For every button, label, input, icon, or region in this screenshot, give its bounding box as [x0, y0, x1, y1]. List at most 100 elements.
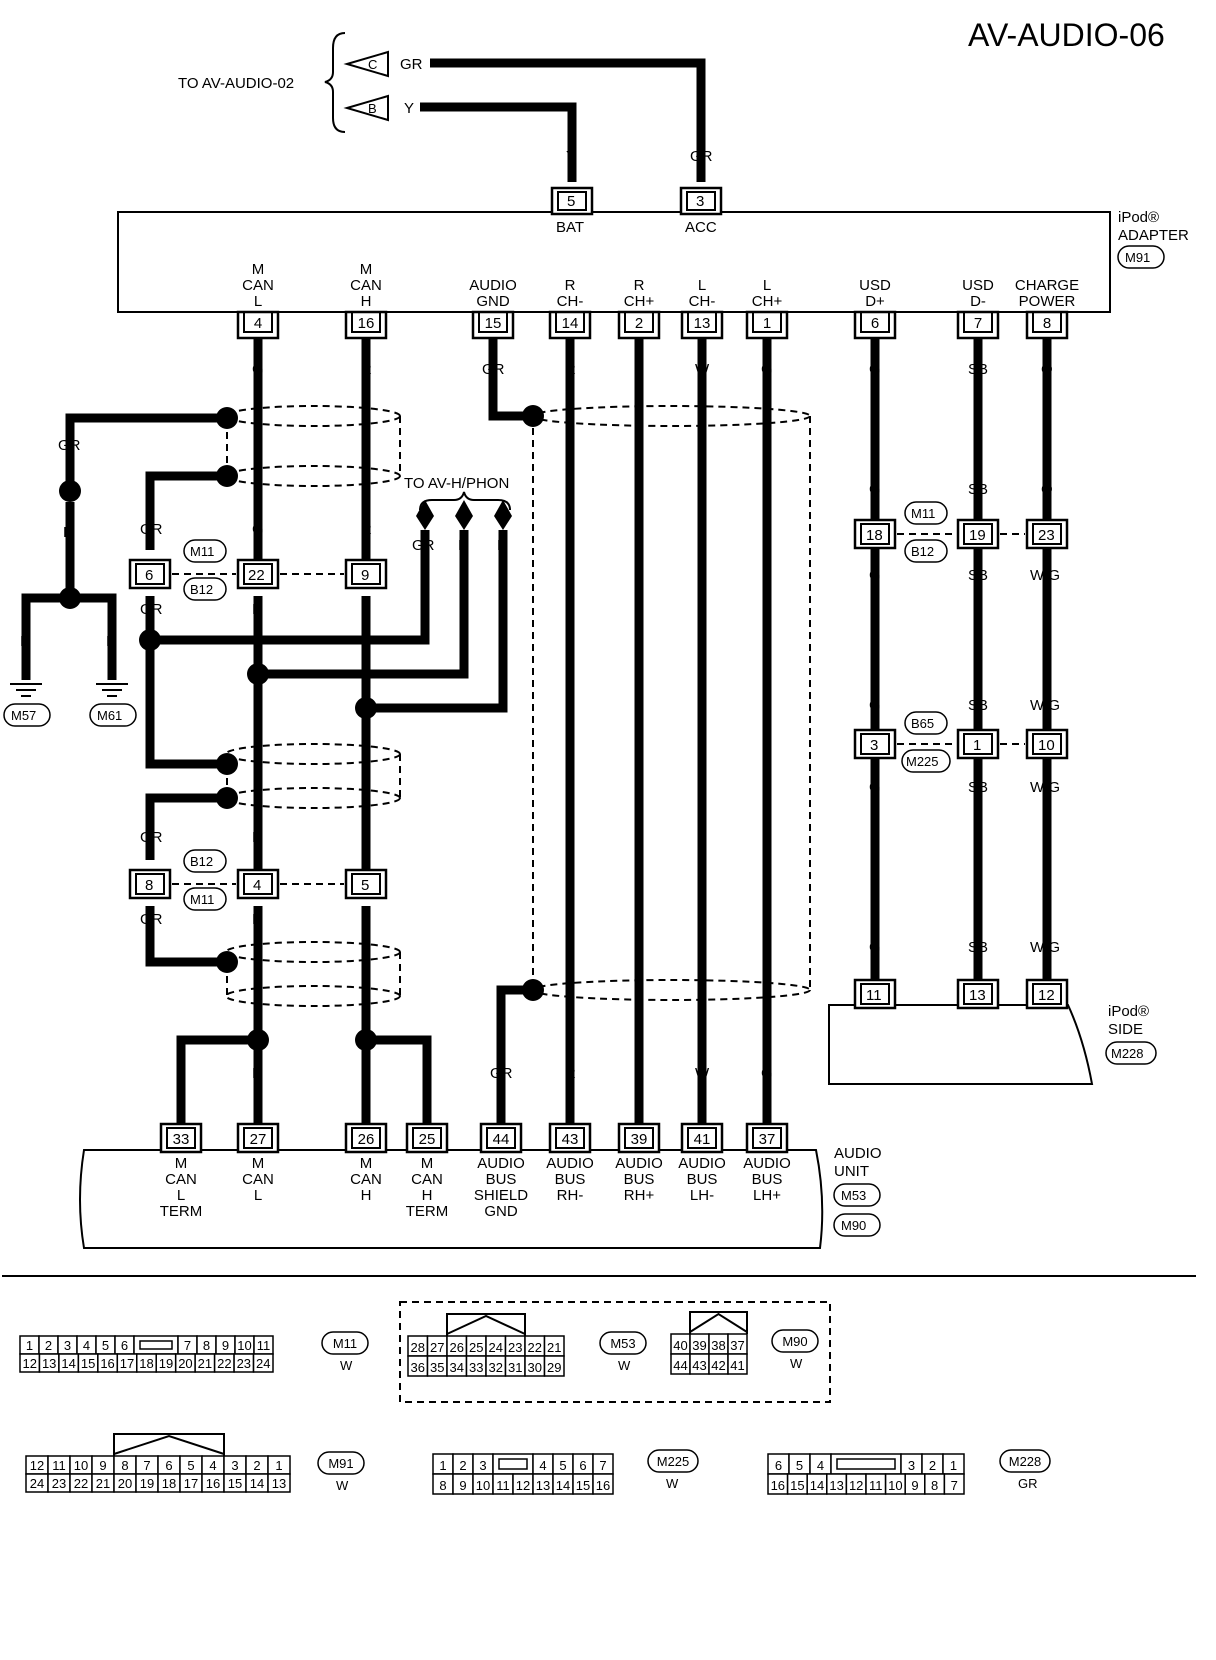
- diagram-title: AV-AUDIO-06: [968, 17, 1165, 53]
- wire-color-label: P: [176, 1065, 186, 1082]
- svg-text:M61: M61: [97, 708, 122, 723]
- svg-text:23: 23: [52, 1476, 66, 1491]
- svg-text:CHARGE: CHARGE: [1015, 277, 1079, 294]
- svg-text:BUS: BUS: [752, 1171, 783, 1188]
- svg-text:19: 19: [159, 1356, 173, 1371]
- svg-text:24: 24: [489, 1340, 503, 1355]
- ground-symbol-m57: M57: [3, 683, 51, 727]
- svg-text:W: W: [618, 1358, 631, 1373]
- wire-color-label: Y: [566, 148, 576, 165]
- wire-color-label: SB: [968, 697, 988, 714]
- svg-text:B65: B65: [911, 716, 934, 731]
- wire-color-label: G: [869, 939, 881, 956]
- svg-text:9: 9: [99, 1458, 106, 1473]
- svg-text:1: 1: [439, 1458, 446, 1473]
- svg-text:M: M: [360, 261, 373, 278]
- svg-text:iPod®: iPod®: [1108, 1003, 1149, 1020]
- svg-text:5: 5: [361, 877, 369, 894]
- svg-text:USD: USD: [859, 277, 891, 294]
- wire-color-label: SB: [968, 779, 988, 796]
- svg-text:12: 12: [516, 1478, 530, 1493]
- svg-text:4: 4: [209, 1458, 216, 1473]
- svg-text:7: 7: [951, 1478, 958, 1493]
- wire-color-label: L: [361, 601, 369, 618]
- svg-text:AUDIO: AUDIO: [477, 1155, 525, 1172]
- wire-color-label: GR: [690, 148, 713, 165]
- svg-text:22: 22: [248, 567, 265, 584]
- svg-text:19: 19: [140, 1476, 154, 1491]
- svg-text:2: 2: [45, 1338, 52, 1353]
- svg-text:1: 1: [763, 315, 771, 332]
- svg-text:M11: M11: [911, 506, 935, 521]
- svg-text:M228: M228: [1111, 1046, 1144, 1061]
- svg-text:CAN: CAN: [242, 1171, 274, 1188]
- svg-text:AUDIO: AUDIO: [834, 1145, 882, 1162]
- svg-text:27: 27: [430, 1340, 444, 1355]
- wire-color-label: GR: [400, 56, 423, 73]
- svg-text:15: 15: [228, 1476, 242, 1491]
- svg-text:POWER: POWER: [1019, 293, 1076, 310]
- wire-color-label: L: [634, 361, 642, 378]
- svg-text:41: 41: [694, 1131, 711, 1148]
- svg-text:6: 6: [871, 315, 879, 332]
- to-av-audio-02-label: TO AV-AUDIO-02: [178, 75, 294, 92]
- svg-text:GND: GND: [484, 1203, 518, 1220]
- svg-text:BAT: BAT: [556, 219, 584, 236]
- wire-color-label: SB: [968, 567, 988, 584]
- svg-text:AUDIO: AUDIO: [469, 277, 517, 294]
- wire-color-label: L: [361, 829, 369, 846]
- junction-connector-b12-m11-lower: 8 4 5 B12 M11: [128, 849, 388, 911]
- svg-text:M: M: [252, 261, 265, 278]
- connector-arrow-c: C: [343, 50, 389, 78]
- wire-color-label: B: [106, 633, 116, 650]
- wire-color-label: Y: [404, 100, 414, 117]
- svg-text:H: H: [422, 1187, 433, 1204]
- svg-text:8: 8: [931, 1478, 938, 1493]
- wire-color-label: L: [497, 537, 505, 554]
- svg-text:4: 4: [253, 877, 261, 894]
- svg-text:9: 9: [222, 1338, 229, 1353]
- svg-text:10: 10: [237, 1338, 251, 1353]
- svg-text:16: 16: [100, 1356, 114, 1371]
- svg-text:CH+: CH+: [624, 293, 655, 310]
- svg-text:14: 14: [250, 1476, 264, 1491]
- svg-text:CAN: CAN: [411, 1171, 443, 1188]
- svg-text:9: 9: [911, 1478, 918, 1493]
- svg-text:10: 10: [74, 1458, 88, 1473]
- svg-text:13: 13: [272, 1476, 286, 1491]
- svg-text:11: 11: [257, 1338, 271, 1353]
- adapter-pin-bat: 5 BAT: [550, 186, 594, 236]
- svg-text:19: 19: [969, 527, 986, 544]
- svg-text:iPod®: iPod®: [1118, 209, 1159, 226]
- svg-text:CH-: CH-: [557, 293, 584, 310]
- svg-text:8: 8: [145, 877, 153, 894]
- svg-text:33: 33: [173, 1131, 190, 1148]
- svg-text:M225: M225: [906, 754, 939, 769]
- svg-text:M225: M225: [657, 1454, 690, 1469]
- svg-text:M90: M90: [841, 1218, 866, 1233]
- svg-text:36: 36: [411, 1360, 425, 1375]
- svg-text:12: 12: [30, 1458, 44, 1473]
- svg-text:W: W: [336, 1478, 349, 1493]
- svg-text:4: 4: [254, 315, 262, 332]
- wire-color-label: W/G: [1030, 697, 1060, 714]
- adapter-pin-acc: 3 ACC: [679, 186, 723, 236]
- wire-color-label: SB: [968, 481, 988, 498]
- wire-color-label: P: [252, 1065, 262, 1082]
- svg-text:43: 43: [692, 1358, 706, 1373]
- svg-text:4: 4: [539, 1458, 546, 1473]
- audio-unit-pins: 33MCANLTERM27MCANL26MCANH25MCANHTERM44AU…: [159, 1122, 791, 1220]
- svg-text:3: 3: [479, 1458, 486, 1473]
- svg-text:M11: M11: [333, 1336, 357, 1351]
- svg-text:37: 37: [759, 1131, 776, 1148]
- wire-color-label: O: [1041, 481, 1053, 498]
